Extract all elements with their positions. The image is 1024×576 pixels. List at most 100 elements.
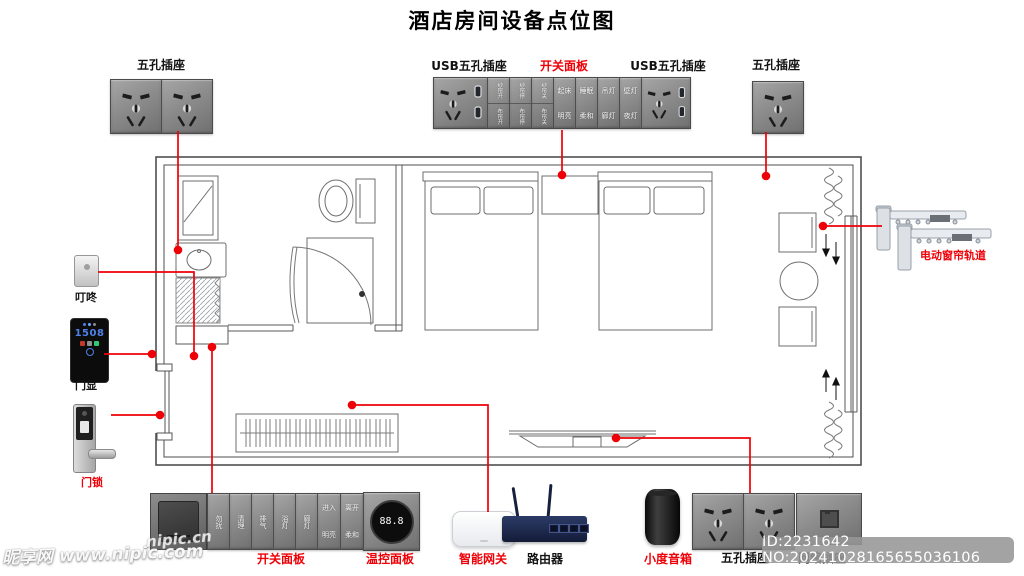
antenna-icon xyxy=(546,483,553,519)
scene-switch-enter: 进入 明亮 xyxy=(318,494,340,549)
double-socket-top-left xyxy=(110,79,213,134)
switch-label: 睡眠 xyxy=(579,86,594,95)
label-speaker: 小度音箱 xyxy=(643,552,693,566)
switch-label: 夜灯 xyxy=(623,111,638,120)
label-door-display: 门显 xyxy=(75,379,97,392)
lamp-switch-ceiling: 吊灯 廊灯 xyxy=(598,78,619,128)
label-socket-top-right: 五孔插座 xyxy=(751,58,801,72)
switch-label: 勿扰 xyxy=(215,514,223,529)
lock-card-window xyxy=(80,421,89,433)
socket-holes-icon xyxy=(693,494,743,549)
window xyxy=(844,215,858,413)
door-lock-device xyxy=(72,404,116,473)
socket-holes-icon xyxy=(162,80,212,133)
clean-indicator-icon xyxy=(87,341,92,346)
card-power-switch xyxy=(150,493,207,550)
curtain-switch-close: 纱帘关 布帘关 xyxy=(532,78,553,128)
ethernet-jack-icon xyxy=(819,510,839,528)
switch-label: 柔和 xyxy=(579,111,594,120)
status-dot-icon xyxy=(88,323,91,326)
socket-holes-icon xyxy=(753,82,803,133)
bathroom-door xyxy=(289,237,374,326)
port-icon xyxy=(559,524,569,533)
sink xyxy=(175,242,227,278)
dnd-indicator-icon xyxy=(80,341,85,346)
chairs-table xyxy=(778,212,819,347)
switch-half: 纱帘开 xyxy=(488,78,509,104)
doorbell-ring-icon xyxy=(85,348,94,356)
red-lines xyxy=(98,130,882,512)
bathroom-partition xyxy=(175,165,403,345)
red-dots xyxy=(147,170,828,443)
label-router: 路由器 xyxy=(526,552,564,566)
usb-socket-face xyxy=(434,78,487,128)
switch-exhaust: 排气 xyxy=(252,494,273,549)
walls xyxy=(155,156,862,466)
network-socket-panel xyxy=(796,493,862,545)
scene-switch-wake: 起床 明亮 xyxy=(554,78,575,128)
curtain-symbol-top xyxy=(824,167,843,225)
switch-label: 纱帘停 xyxy=(518,82,525,99)
curtain-direction-arrows xyxy=(822,234,840,400)
shower-unit xyxy=(177,175,219,241)
thermostat-display: 88.8 xyxy=(369,499,414,544)
socket-face xyxy=(753,82,803,133)
gateway-led-icon xyxy=(480,540,488,542)
socket-holes-icon xyxy=(111,80,161,133)
beds xyxy=(422,171,713,331)
doorbell-device xyxy=(74,255,99,287)
room-number: 1508 xyxy=(74,328,105,339)
thermostat-value: 88.8 xyxy=(379,516,404,527)
label-switch-panel-top: 开关面板 xyxy=(539,59,589,73)
switch-label: 离开 xyxy=(345,503,359,512)
router-device xyxy=(500,483,590,546)
label-socket-bottom: 五孔插座 xyxy=(720,551,770,565)
ok-indicator-icon xyxy=(94,341,99,346)
tv-console xyxy=(509,430,656,448)
curtain-symbol-bottom xyxy=(824,401,843,459)
switch-clean: 清理 xyxy=(230,494,251,549)
label-doorbell: 叮咚 xyxy=(75,291,97,304)
status-dot-icon xyxy=(93,323,96,326)
jack-tab-icon xyxy=(824,510,830,514)
bedside-panel-group: 纱帘开 布帘开 纱帘停 布帘停 纱帘关 布帘关 起床 明亮 睡眠 柔和 吊灯 廊… xyxy=(433,77,691,129)
thermostat-panel: 88.8 xyxy=(363,492,420,551)
shower-floor xyxy=(175,277,221,324)
bottom-switch-panel: 勿扰 清理 排气 浴灯 廊灯 进入 明亮 离开 柔和 xyxy=(207,493,364,550)
status-dot-icon xyxy=(83,323,86,326)
switch-label: 进入 xyxy=(322,503,336,512)
speaker-top-icon xyxy=(648,491,677,496)
port-icon xyxy=(549,524,559,533)
switch-label: 布帘停 xyxy=(518,107,525,125)
antenna-icon xyxy=(511,486,520,519)
lamp-switch-wall: 壁灯 夜灯 xyxy=(620,78,641,128)
card-slot-icon xyxy=(167,535,190,537)
stock-id-bar: ID:2231642 NO:20241028165655036106 xyxy=(762,534,1014,566)
label-door-lock: 门锁 xyxy=(81,476,103,489)
scene-switch-leave: 离开 柔和 xyxy=(341,494,363,549)
switch-label: 起床 xyxy=(557,86,572,95)
doorbell-button-icon xyxy=(83,264,90,270)
thermostat-device: 88.8 xyxy=(364,493,419,550)
toilet xyxy=(318,178,376,224)
usb-socket-face xyxy=(642,78,690,128)
switch-half: 布帘停 xyxy=(510,104,531,129)
page-title: 酒店房间设备点位图 xyxy=(408,9,616,33)
label-usb-socket-right: USB五孔插座 xyxy=(630,59,706,73)
switch-bath-light: 浴灯 xyxy=(274,494,295,549)
door-opening xyxy=(153,371,166,433)
switch-label: 排气 xyxy=(259,514,267,529)
port-icon xyxy=(579,524,589,533)
switch-half: 纱帘关 xyxy=(532,78,553,104)
switch-dnd: 勿扰 xyxy=(208,494,229,549)
scene-switch-sleep: 睡眠 柔和 xyxy=(576,78,597,128)
switch-label: 纱帘开 xyxy=(496,82,503,99)
switch-label: 布帘关 xyxy=(540,107,547,125)
switch-corridor-light: 廊灯 xyxy=(296,494,317,549)
switch-half: 布帘开 xyxy=(488,104,509,129)
switch-label: 明亮 xyxy=(322,531,336,540)
port-icon xyxy=(569,524,579,533)
switch-label: 清理 xyxy=(237,514,245,529)
smart-speaker-device xyxy=(645,489,680,545)
